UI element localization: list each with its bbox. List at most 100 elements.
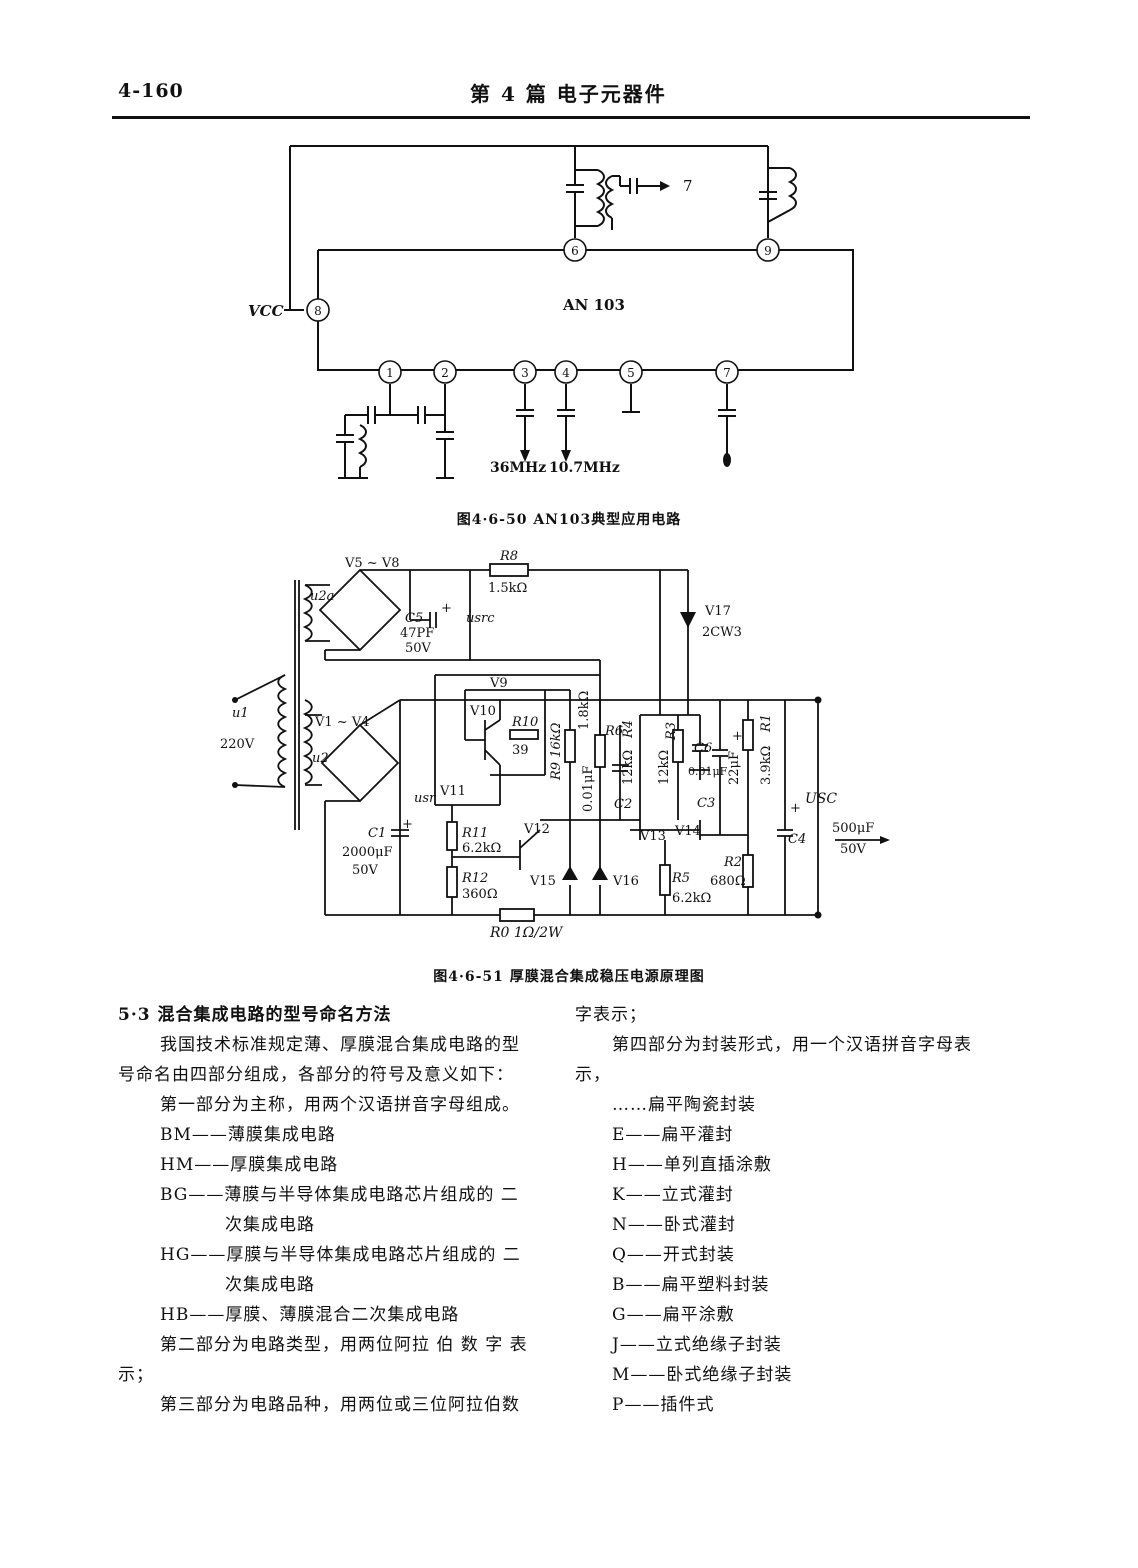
label-u1: u1 bbox=[232, 706, 249, 721]
pin-6-label: 6 bbox=[571, 244, 579, 258]
label-r2-val: 680Ω bbox=[710, 874, 746, 889]
header-rule bbox=[112, 116, 1030, 119]
label-v10: V10 bbox=[469, 704, 496, 719]
pin-3-label: 3 bbox=[521, 366, 529, 380]
right-line-5: E——扁平灌封 bbox=[612, 1125, 734, 1145]
label-r12: R12 bbox=[461, 871, 488, 886]
chip-name: AN 103 bbox=[562, 296, 625, 314]
left-line-5: HM——厚膜集成电路 bbox=[160, 1155, 339, 1175]
label-v13: V13 bbox=[639, 829, 666, 844]
left-line-4: BM——薄膜集成电路 bbox=[160, 1125, 336, 1145]
label-usr: usr bbox=[414, 791, 436, 806]
label-v1-v4: V1 ~ V4 bbox=[314, 715, 369, 730]
label-c5-val1: 47PF bbox=[400, 626, 434, 641]
label-r1-val: 3.9kΩ bbox=[759, 746, 774, 785]
output-7-label: 7 bbox=[683, 177, 693, 195]
right-line-14: P——插件式 bbox=[612, 1395, 715, 1415]
pin-2-label: 2 bbox=[441, 366, 449, 380]
pin-4-label: 4 bbox=[562, 366, 570, 380]
label-v16: V16 bbox=[612, 874, 639, 889]
label-v5-v8: V5 ~ V8 bbox=[344, 556, 399, 571]
right-line-2: 第四部分为封装形式，用一个汉语拼音字母表 bbox=[612, 1035, 972, 1055]
right-line-8: N——卧式灌封 bbox=[612, 1215, 736, 1235]
label-c001: 0.01μF bbox=[581, 766, 596, 812]
label-plus-c1: + bbox=[402, 817, 413, 832]
right-line-7: K——立式灌封 bbox=[612, 1185, 734, 1205]
left-line-7: 次集成电路 bbox=[225, 1215, 315, 1235]
label-c1-val1: 2000μF bbox=[342, 845, 393, 860]
label-plus-c22: + bbox=[732, 729, 743, 744]
pin-8-label: 8 bbox=[314, 304, 322, 318]
label-plus-c5: + bbox=[441, 601, 452, 616]
left-line-2: 号命名由四部分组成，各部分的符号及意义如下： bbox=[118, 1065, 514, 1085]
right-line-4: ……扁平陶瓷封装 bbox=[612, 1095, 756, 1115]
label-c4: C4 bbox=[788, 832, 806, 847]
label-v9: V9 bbox=[489, 676, 508, 691]
label-r4: R4 bbox=[621, 720, 636, 739]
right-line-9: Q——开式封装 bbox=[612, 1245, 735, 1265]
label-r3-val: 12kΩ bbox=[657, 750, 672, 785]
left-line-9: 次集成电路 bbox=[225, 1275, 315, 1295]
label-r2: R2 bbox=[723, 855, 742, 870]
page-number: 4-160 bbox=[118, 80, 184, 102]
label-c3: C3 bbox=[697, 796, 715, 811]
right-line-6: H——单列直插涂敷 bbox=[612, 1155, 772, 1175]
pin-5-label: 5 bbox=[627, 366, 635, 380]
label-c2: C2 bbox=[614, 797, 632, 812]
label-plus-c4: + bbox=[790, 801, 801, 816]
pin-1-label: 1 bbox=[386, 366, 394, 380]
label-r-1-8k: 1.8kΩ bbox=[577, 691, 592, 730]
freq-36-label: 36MHz bbox=[490, 460, 546, 476]
label-r4-val: 12kΩ bbox=[621, 750, 636, 785]
left-line-12: 示； bbox=[118, 1365, 154, 1385]
left-line-10: HB——厚膜、薄膜混合二次集成电路 bbox=[160, 1305, 460, 1325]
chapter-title: 第 4 篇 电子元器件 bbox=[470, 82, 667, 106]
right-line-12: J——立式绝缘子封装 bbox=[612, 1335, 782, 1355]
label-c22: 22μF bbox=[727, 751, 742, 785]
label-c6: C6 bbox=[694, 741, 712, 756]
right-line-13: M——卧式绝缘子封装 bbox=[612, 1365, 793, 1385]
right-line-11: G——扁平涂敷 bbox=[612, 1305, 735, 1325]
pin-9-label: 9 bbox=[764, 244, 772, 258]
label-r5: R5 bbox=[671, 871, 690, 886]
left-line-11: 第二部分为电路类型，用两位阿拉 伯 数 字 表 bbox=[160, 1335, 528, 1355]
label-c4-val2: 50V bbox=[840, 842, 867, 857]
right-line-1: 字表示； bbox=[575, 1005, 647, 1025]
label-r3: R3 bbox=[664, 722, 679, 741]
label-c1-val2: 50V bbox=[352, 863, 379, 878]
label-v14: V14 bbox=[674, 824, 701, 839]
label-r11: R11 bbox=[461, 826, 488, 841]
label-c5-val2: 50V bbox=[405, 641, 432, 656]
right-line-10: B——扁平塑料封装 bbox=[612, 1275, 770, 1295]
label-r10-val: 39 bbox=[512, 743, 529, 758]
section-title: 5·3 混合集成电路的型号命名方法 bbox=[118, 1005, 392, 1025]
freq-10-label: 10.7MHz bbox=[549, 460, 620, 476]
label-v12: V12 bbox=[523, 822, 550, 837]
label-r0: R0 1Ω/2W bbox=[489, 925, 564, 941]
label-r10: R10 bbox=[511, 715, 538, 730]
figure-an103-circuit: 8 6 9 1 2 3 4 5 7 AN 103 VCC 7 36MHz 10.… bbox=[248, 145, 854, 528]
label-r8: R8 bbox=[499, 549, 518, 564]
left-line-13: 第三部分为电路品种，用两位或三位阿拉伯数 bbox=[160, 1395, 520, 1415]
figure1-caption: 图4·6-50 AN103典型应用电路 bbox=[457, 511, 681, 528]
label-220v: 220V bbox=[220, 737, 255, 752]
figure-regulator-circuit: V5 ~ V8 R8 1.5kΩ u2a C5 47PF 50V usrc V1… bbox=[220, 549, 890, 985]
label-v17: V17 bbox=[704, 604, 731, 619]
label-v15: V15 bbox=[529, 874, 556, 889]
left-line-8: HG——厚膜与半导体集成电路芯片组成的 二 bbox=[160, 1245, 521, 1265]
label-r8-val: 1.5kΩ bbox=[488, 581, 527, 596]
left-line-3: 第一部分为主称，用两个汉语拼音字母组成。 bbox=[160, 1095, 520, 1115]
label-c1: C1 bbox=[368, 826, 386, 841]
label-r6: R6 bbox=[604, 724, 623, 739]
right-line-3: 示， bbox=[575, 1065, 611, 1085]
label-r11-val: 6.2kΩ bbox=[462, 841, 501, 856]
label-c4-val1: 500μF bbox=[832, 821, 874, 836]
vcc-label: VCC bbox=[248, 302, 284, 320]
label-r12-val: 360Ω bbox=[462, 887, 498, 902]
label-usrc: usrc bbox=[466, 611, 495, 626]
label-u2a: u2a bbox=[310, 589, 334, 604]
label-r9: R9 16kΩ bbox=[549, 722, 564, 781]
label-v11: V11 bbox=[439, 784, 466, 799]
left-line-6: BG——薄膜与半导体集成电路芯片组成的 二 bbox=[160, 1185, 519, 1205]
label-v17-val: 2CW3 bbox=[702, 625, 742, 640]
